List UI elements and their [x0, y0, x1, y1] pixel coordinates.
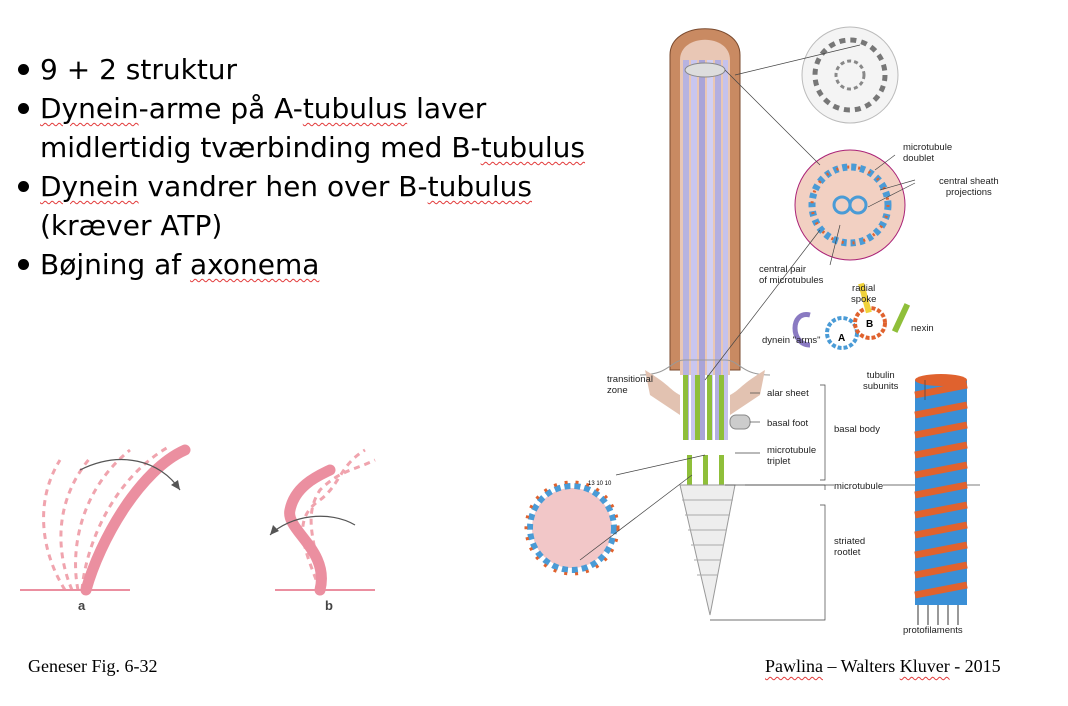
bullet-text: (kræver ATP)	[40, 209, 222, 242]
bullet-text: vandrer hen over B-	[139, 170, 428, 203]
bend-panel-b	[270, 450, 375, 590]
bullet-text: Bøjning af	[40, 248, 190, 281]
bullet-text: laver	[407, 92, 486, 125]
cilia-bending-figure: a b	[20, 440, 390, 620]
label-microtubule-triplet: microtubule triplet	[767, 445, 816, 467]
label-alar-sheet: alar sheet	[767, 388, 809, 399]
bullet-text: tubulus	[303, 92, 407, 125]
label-central-pair: central pair of microtubules	[759, 264, 823, 286]
bullet-text: midlertidig tværbinding med B-	[40, 131, 481, 164]
bullet-text: -arme på A-	[139, 92, 303, 125]
label-microtubule: microtubule	[834, 481, 883, 492]
bullet-dot	[18, 103, 29, 114]
label-basal-body: basal body	[834, 424, 880, 435]
label-central-sheath: central sheath projections	[939, 176, 999, 198]
label-radial-spoke: radial spoke	[851, 283, 876, 305]
bullet-text: Dynein	[40, 92, 139, 125]
label-transitional-zone: transitional zone	[607, 374, 653, 396]
bullet-text: axonema	[190, 248, 319, 281]
label-a: a	[78, 598, 86, 613]
cilium-illustration: A B 13 10 10	[520, 15, 1040, 640]
bend-panel-a	[20, 446, 185, 590]
bullet-dot	[18, 259, 29, 270]
bullet-dot	[18, 181, 29, 192]
label-basal-foot: basal foot	[767, 418, 808, 429]
triplet-numbers: 13 10 10	[588, 481, 612, 487]
striated-rootlet	[680, 485, 735, 615]
label-nexin: nexin	[911, 323, 934, 334]
label-microtubule-doublet: microtubule doublet	[903, 142, 952, 164]
bullet-dot	[18, 64, 29, 75]
tubule-b-label: B	[866, 319, 873, 330]
microtubule-column	[915, 374, 967, 625]
bullet-text: tubulus	[428, 170, 532, 203]
label-b: b	[325, 598, 333, 613]
label-striated-rootlet: striated rootlet	[834, 536, 865, 558]
bullet-text: 9 + 2 struktur	[40, 53, 237, 86]
bullet-text: Dynein	[40, 170, 139, 203]
reference-right: Pawlina – Walters Kluver - 2015	[765, 656, 1001, 677]
label-protofilaments: protofilaments	[903, 625, 963, 636]
reference-left: Geneser Fig. 6-32	[28, 656, 157, 677]
label-dynein-arms: dynein "arms"	[762, 335, 821, 346]
tubule-a-label: A	[838, 333, 845, 344]
label-tubulin-subunits: tubulin subunits	[863, 370, 898, 392]
